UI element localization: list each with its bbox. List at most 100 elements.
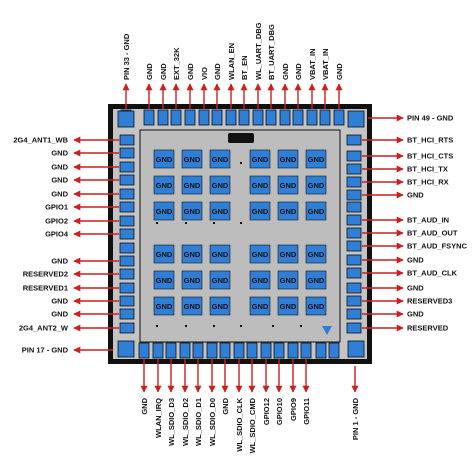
top-pad (238, 109, 250, 126)
top-pin-label-wlan-en: WLAN_EN (227, 43, 236, 80)
left-pin-label-pin-17-gnd: PIN 17 - GND (22, 346, 69, 355)
bottom-pin-label-wl-sdio-d1: WL_SDIO_D1 (194, 398, 203, 446)
right-pin-label-bt-aud-clk: BT_AUD_CLK (407, 269, 458, 278)
right-pin-label-gnd: GND (407, 191, 424, 200)
bottom-pad (287, 342, 299, 359)
center-gnd-pad-label: GND (212, 181, 229, 190)
corner-pad (117, 340, 135, 358)
center-gnd-pad-label: GND (280, 250, 297, 259)
bottom-pad (165, 342, 177, 359)
top-pin-label-vbat-in: VBAT_IN (321, 48, 330, 80)
center-gnd-pad-label: GND (156, 181, 173, 190)
left-pin-label-2g4-ant2-w: 2G4_ANT2_W (19, 324, 69, 333)
center-gnd-pad-label: GND (184, 207, 201, 216)
right-pad (346, 227, 362, 239)
bottom-pad (328, 342, 340, 359)
left-pad (119, 188, 135, 200)
bottom-pin-label-gpio12: GPIO12 (262, 398, 271, 425)
right-pad (346, 282, 362, 294)
center-gnd-pad (153, 149, 175, 169)
center-gnd-pad-label: GND (308, 276, 325, 285)
via-dot (185, 325, 187, 327)
center-gnd-pad-label: GND (252, 181, 269, 190)
via-dot (156, 222, 158, 224)
center-gnd-pad (277, 296, 299, 316)
top-pad (211, 109, 223, 126)
center-gnd-pad (305, 149, 327, 169)
center-gnd-pad (181, 270, 203, 290)
top-pin-label-vio: VIO (200, 67, 209, 80)
bottom-pin-label-wl-sdio-d3: WL_SDIO_D3 (167, 398, 176, 446)
bottom-pad (179, 342, 191, 359)
center-gnd-pad (153, 270, 175, 290)
left-pad (119, 201, 135, 213)
left-pad (119, 147, 135, 159)
top-pin-label-ext-32k: EXT_32K (172, 47, 181, 80)
left-pin-label-reserved2: RESERVED2 (23, 270, 68, 279)
center-gnd-pad (181, 149, 203, 169)
bottom-pad (315, 342, 327, 359)
center-gnd-pad-label: GND (212, 250, 229, 259)
top-pin-label-gnd: GND (186, 63, 195, 80)
corner-pad (347, 110, 365, 128)
center-gnd-pad (249, 296, 271, 316)
top-pad (157, 109, 169, 126)
center-gnd-pad (209, 175, 231, 195)
corner-pad (347, 340, 365, 358)
center-gnd-pad-label: GND (156, 207, 173, 216)
pin1-triangle-marker (322, 326, 332, 335)
center-gnd-pad (305, 244, 327, 264)
bottom-pin-label-pin-1-gnd: PIN 1 - GND (351, 397, 360, 440)
top-pin-label-gnd: GND (294, 63, 303, 80)
left-pad (119, 174, 135, 186)
right-pin-label-bt-hci-cts: BT_HCI_CTS (407, 152, 453, 161)
top-pad (306, 109, 318, 126)
right-pin-label-bt-hci-tx: BT_HCI_TX (407, 165, 448, 174)
center-gnd-pad (305, 201, 327, 221)
center-gnd-pad (153, 296, 175, 316)
top-pad (225, 109, 237, 126)
center-gnd-pad-label: GND (280, 207, 297, 216)
center-gnd-pad (305, 175, 327, 195)
right-pad (346, 308, 362, 320)
left-pin-label-gnd: GND (51, 176, 68, 185)
right-pin-label-pin-49-gnd: PIN 49 - GND (407, 114, 454, 123)
top-pad (333, 109, 345, 126)
via-dot (156, 325, 158, 327)
left-pad (119, 134, 135, 146)
center-gnd-pad-label: GND (184, 276, 201, 285)
top-pin-label-vbat-in: VBAT_IN (308, 48, 317, 80)
center-gnd-pad (277, 149, 299, 169)
center-gnd-pad (181, 296, 203, 316)
bottom-pad (152, 342, 164, 359)
right-pin-label-bt-aud-fsync: BT_AUD_FSYNC (407, 242, 468, 251)
bottom-pad (233, 342, 245, 359)
center-gnd-pad (249, 244, 271, 264)
left-pin-label-gnd: GND (51, 257, 68, 266)
center-gnd-pad (305, 296, 327, 316)
center-gnd-pad-label: GND (308, 302, 325, 311)
top-pin-label-gnd: GND (145, 63, 154, 80)
top-pin-label-wl-uart-dbg: WL_UART_DBG (254, 22, 263, 80)
left-pin-label-gnd: GND (51, 149, 68, 158)
right-pin-label-bt-aud-in: BT_AUD_IN (407, 216, 449, 225)
chip-orientation-mark (228, 133, 254, 143)
right-pin-label-reserved3: RESERVED3 (407, 297, 452, 306)
via-dot (213, 222, 215, 224)
right-pin-label-bt-hci-rts: BT_HCI_RTS (407, 136, 453, 145)
right-pin-label-gnd: GND (407, 256, 424, 265)
bottom-pad (260, 342, 272, 359)
left-pin-label-gnd: GND (51, 297, 68, 306)
top-pad (252, 109, 264, 126)
right-pad (346, 254, 362, 266)
via-dot (185, 222, 187, 224)
bottom-pad (206, 342, 218, 359)
corner-pad (117, 110, 135, 128)
bottom-pin-label-wl-sdio-d0: WL_SDIO_D0 (208, 398, 217, 446)
via-dot (213, 325, 215, 327)
left-pad (119, 215, 135, 227)
center-gnd-pad (249, 149, 271, 169)
left-pad (119, 242, 135, 254)
center-gnd-pad (305, 270, 327, 290)
right-pad (346, 240, 362, 252)
